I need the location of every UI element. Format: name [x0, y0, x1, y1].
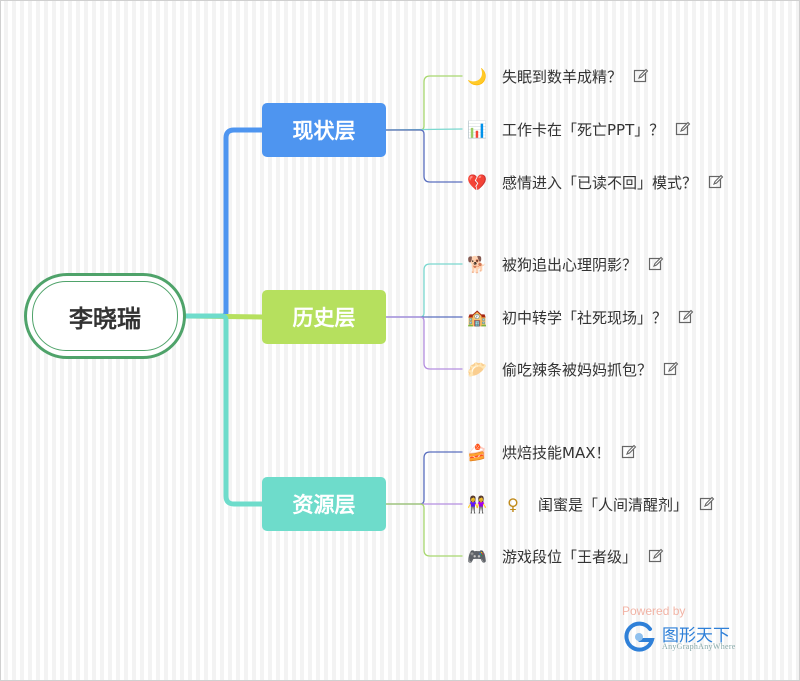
- branch-node-resources[interactable]: 资源层: [262, 477, 386, 531]
- edit-icon[interactable]: [648, 548, 664, 564]
- edit-icon[interactable]: [663, 361, 679, 377]
- leaf-text: 游戏段位「王者级」: [502, 547, 638, 566]
- leaf-text: 被狗追出心理阴影？: [502, 255, 638, 274]
- leaf-text: 感情进入「已读不回」模式？: [502, 173, 698, 192]
- leaf-item[interactable]: 👭 ♀ 闺蜜是「人间清醒剂」: [466, 491, 715, 517]
- bread-icon: 🥟: [467, 359, 487, 379]
- leaf-item[interactable]: 📊 工作卡在「死亡PPT」？: [466, 116, 691, 142]
- branch-label: 历史层: [292, 306, 356, 330]
- broken-heart-icon: 💔: [467, 172, 487, 192]
- leaf-text: 烘焙技能MAX！: [502, 443, 611, 462]
- edit-icon[interactable]: [708, 174, 724, 190]
- bar-chart-icon: 📊: [467, 119, 487, 139]
- friends-icon: 👭: [467, 494, 487, 514]
- leaf-connector: [385, 75, 463, 131]
- leaf-text: 失眠到数羊成精？: [502, 67, 623, 86]
- watermark-brand: 图形天下: [662, 626, 730, 646]
- female-sign-icon: ♀: [507, 494, 519, 514]
- branch-label: 资源层: [292, 493, 356, 517]
- leaf-connector: [385, 316, 463, 370]
- dog-icon: 🐕: [467, 254, 487, 274]
- branch-connector: [183, 313, 265, 507]
- game-controller-icon: 🎮: [467, 546, 487, 566]
- edit-icon[interactable]: [633, 68, 649, 84]
- leaf-item[interactable]: 🎮 游戏段位「王者级」: [466, 543, 664, 569]
- watermark: Powered by 图形天下 AnyGraphAnyWhere: [622, 604, 762, 654]
- leaf-item[interactable]: 🏫 初中转学「社死现场」？: [466, 304, 694, 330]
- edit-icon[interactable]: [621, 444, 637, 460]
- leaf-text: 初中转学「社死现场」？: [502, 308, 668, 327]
- branch-node-current[interactable]: 现状层: [262, 103, 386, 157]
- leaf-item[interactable]: 🥟 偷吃辣条被妈妈抓包？: [466, 356, 679, 382]
- school-icon: 🏫: [467, 307, 487, 327]
- leaf-text: 闺蜜是「人间清醒剂」: [538, 495, 689, 514]
- branch-connector: [183, 127, 265, 319]
- leaf-item[interactable]: 🍰 烘焙技能MAX！: [466, 439, 637, 465]
- root-node[interactable]: 李晓瑞: [24, 273, 186, 359]
- leaf-connector: [385, 503, 463, 557]
- root-label: 李晓瑞: [32, 281, 178, 351]
- leaf-item[interactable]: 🌙 失眠到数羊成精？: [466, 63, 649, 89]
- edit-icon[interactable]: [675, 121, 691, 137]
- leaf-connector: [385, 129, 463, 183]
- watermark-powered: Powered by: [622, 604, 686, 618]
- leaf-connector: [385, 451, 463, 505]
- leaf-text: 工作卡在「死亡PPT」？: [502, 120, 665, 139]
- branch-node-history[interactable]: 历史层: [262, 290, 386, 344]
- leaf-item[interactable]: 🐕 被狗追出心理阴影？: [466, 251, 664, 277]
- edit-icon[interactable]: [678, 309, 694, 325]
- leaf-connector: [385, 263, 463, 318]
- watermark-sub: AnyGraphAnyWhere: [662, 642, 736, 651]
- edit-icon[interactable]: [648, 256, 664, 272]
- cake-icon: 🍰: [467, 442, 487, 462]
- edit-icon[interactable]: [699, 496, 715, 512]
- branch-label: 现状层: [292, 119, 356, 143]
- crescent-moon-icon: 🌙: [467, 66, 487, 86]
- brand-logo-icon: [624, 621, 655, 652]
- leaf-item[interactable]: 💔 感情进入「已读不回」模式？: [466, 169, 724, 195]
- leaf-text: 偷吃辣条被妈妈抓包？: [502, 360, 653, 379]
